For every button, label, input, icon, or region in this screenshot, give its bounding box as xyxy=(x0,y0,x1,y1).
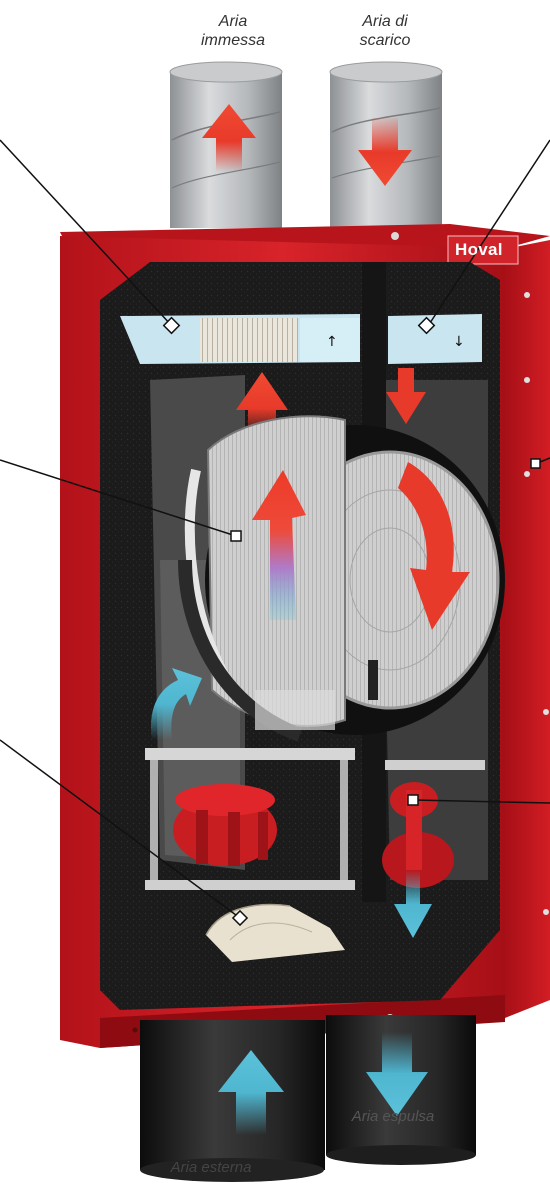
up-arrow-icon: ↑ xyxy=(326,334,338,350)
exhaust-air-label: Aria espulsa xyxy=(328,1107,458,1126)
extract-air-label: Aria di scarico xyxy=(330,12,440,50)
brand-logo: Hoval xyxy=(455,240,503,260)
exhaust-air-duct xyxy=(326,1015,476,1165)
down-arrow-icon: ↓ xyxy=(453,334,465,350)
supply-air-label-line1: Aria xyxy=(178,12,288,31)
supply-filter: ↑ xyxy=(120,314,360,364)
extract-air-label-line1: Aria di xyxy=(330,12,440,31)
outdoor-air-label: Aria esterna xyxy=(146,1158,276,1177)
extract-filter: ↓ xyxy=(388,314,482,364)
supply-air-label: Aria immessa xyxy=(178,12,288,50)
extract-air-label-line2: scarico xyxy=(330,31,440,50)
supply-air-label-line2: immessa xyxy=(178,31,288,50)
